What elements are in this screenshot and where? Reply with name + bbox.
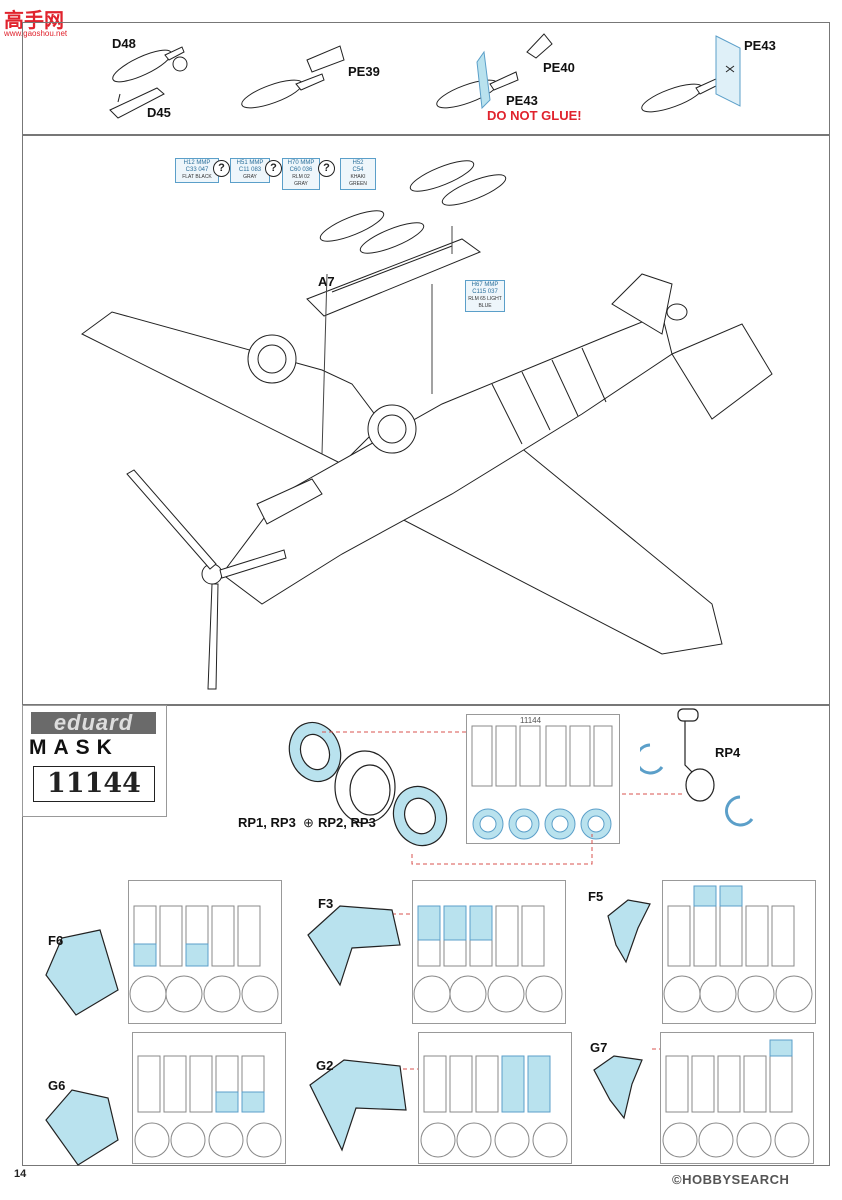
footer-watermark: ©HOBBYSEARCH	[672, 1172, 790, 1187]
do-not-glue-warning: DO NOT GLUE!	[487, 108, 582, 123]
part-d48-label: D48	[112, 36, 136, 51]
paint-codes: H67 MMP	[471, 282, 499, 288]
mask-sheet-main-shapes	[471, 725, 613, 840]
aircraft-illustration	[81, 160, 773, 690]
paint-name: RLM 02 GRAY	[292, 174, 310, 187]
mask-word: MASK	[29, 736, 119, 759]
paint-sub: C54	[352, 167, 364, 173]
canopy-f3-label: F3	[318, 896, 334, 911]
canopy-f6-label: F6	[48, 933, 64, 948]
top-parts-illustration	[109, 33, 741, 119]
aircraft-panel-frame	[22, 134, 830, 706]
paint-name: GRAY	[243, 174, 257, 180]
top-panel-frame	[22, 22, 830, 136]
part-d45-label: D45	[147, 105, 171, 120]
paint-callout-light-blue: H67 MMP C115 037 RLM 65 LIGHT BLUE	[465, 280, 505, 312]
paint-sub: C33 047	[185, 167, 209, 173]
mask-sheet-code: 11144	[520, 716, 542, 725]
mask-set-number: 11144	[33, 766, 155, 802]
paint-codes: H12 MMP	[183, 160, 211, 166]
paint-callout-gray: H51 MMP C11 083 GRAY	[230, 158, 270, 183]
question-mark-icon: ?	[318, 160, 335, 177]
arrow-icon: ⊕	[303, 815, 314, 830]
site-url: www.gaoshou.net	[4, 29, 68, 38]
wheel-mask-illustration	[288, 721, 448, 847]
paint-codes: H51 MMP	[236, 160, 264, 166]
site-watermark: 高手网 www.gaoshou.net	[4, 4, 67, 38]
rp-right-label: RP2, RP3	[318, 815, 376, 830]
paint-callout-khaki: H52 C54 KHAKI GREEN	[340, 158, 376, 190]
canopy-f5-label: F5	[588, 889, 604, 904]
tailwheel-illustration	[640, 708, 754, 827]
brand-name: eduard	[31, 712, 156, 734]
paint-name: KHAKI GREEN	[349, 174, 367, 187]
paint-name: RLM 65 LIGHT BLUE	[468, 296, 502, 309]
paint-sub: C60 036	[289, 167, 313, 173]
question-mark-icon: ?	[213, 160, 230, 177]
site-name: 高手网	[4, 10, 64, 32]
rp-left-label: RP1, RP3	[238, 815, 296, 830]
eduard-mask-logo: eduard MASK 11144	[22, 705, 167, 817]
question-mark-icon: ?	[265, 160, 282, 177]
canopy-g2-label: G2	[316, 1058, 334, 1073]
paint-name: FLAT BLACK	[182, 174, 212, 180]
paint-sub: C115 037	[472, 289, 498, 295]
paint-codes: H52	[352, 160, 364, 166]
canopy-g6-label: G6	[48, 1078, 66, 1093]
part-pe43-label-b: PE43	[744, 38, 776, 53]
part-pe40-label: PE40	[543, 60, 575, 75]
part-pe39-label: PE39	[348, 64, 380, 79]
paint-codes: H70 MMP	[287, 160, 315, 166]
part-pe43-label-a: PE43	[506, 93, 538, 108]
paint-sub: C11 083	[238, 167, 262, 173]
page-number: 14	[14, 1168, 27, 1180]
paint-callout-flat-black: H12 MMP C33 047 FLAT BLACK	[175, 158, 219, 183]
canopy-g7-label: G7	[590, 1040, 608, 1055]
mask-panel-frame	[22, 704, 830, 1166]
rp4-label: RP4	[715, 745, 741, 760]
